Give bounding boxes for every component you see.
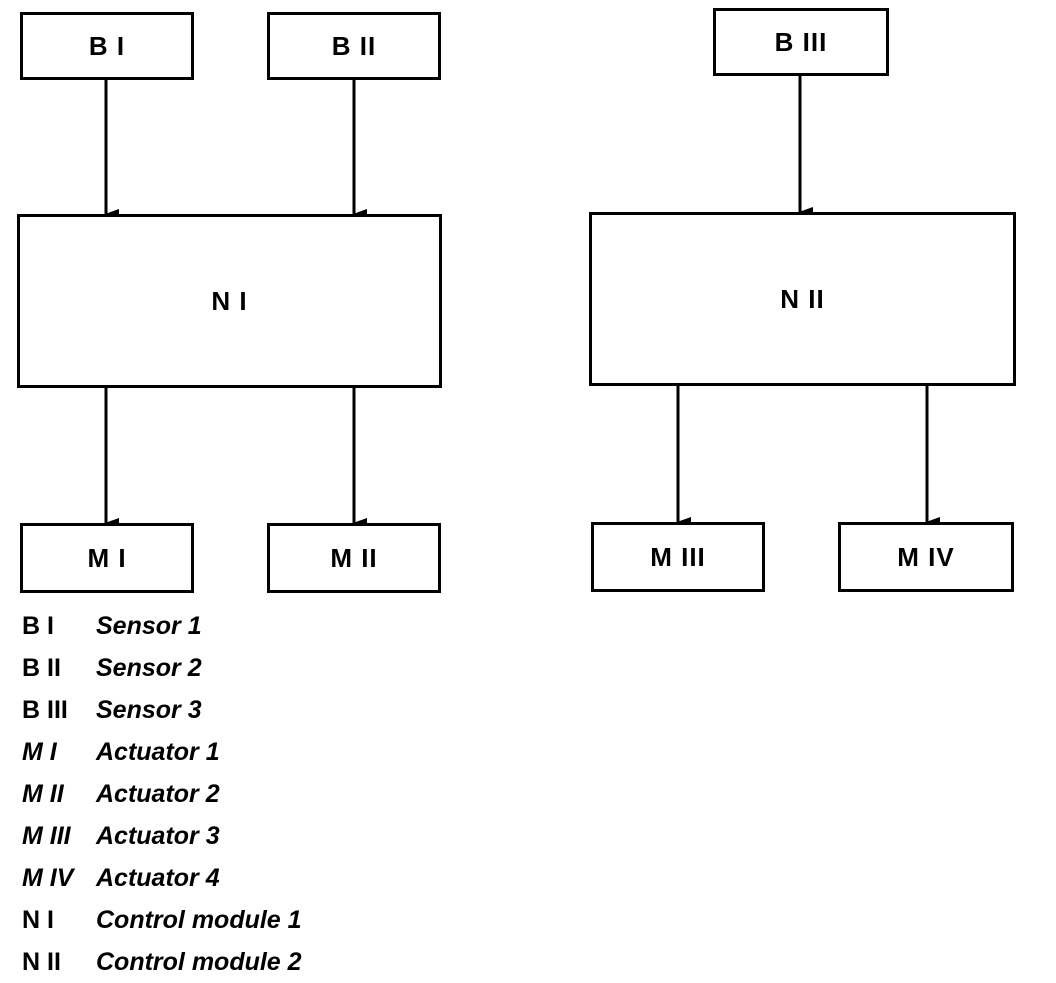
box-b1: B I	[20, 12, 194, 80]
legend-desc: Actuator 3	[96, 821, 220, 850]
box-b3: B III	[713, 8, 889, 76]
legend-item: B III Sensor 3	[22, 689, 302, 731]
legend-code: B II	[22, 653, 61, 682]
legend-desc: Control module 1	[96, 905, 302, 934]
box-n2: N II	[589, 212, 1016, 386]
legend-item: M IV Actuator 4	[22, 857, 302, 899]
legend-item: B I Sensor 1	[22, 605, 302, 647]
legend-item: N I Control module 1	[22, 899, 302, 941]
legend-desc: Actuator 4	[96, 863, 220, 892]
legend-desc: Sensor 2	[96, 653, 202, 682]
legend-code: N II	[22, 947, 61, 976]
box-m3: M III	[591, 522, 765, 592]
box-m1: M I	[20, 523, 194, 593]
legend-item: M II Actuator 2	[22, 773, 302, 815]
legend-desc: Sensor 3	[96, 695, 202, 724]
legend-item: N II Control module 2	[22, 941, 302, 983]
legend-item: B II Sensor 2	[22, 647, 302, 689]
legend-code: M III	[22, 821, 71, 850]
legend-desc: Control module 2	[96, 947, 302, 976]
legend-code: M I	[22, 737, 57, 766]
legend-code: B I	[22, 611, 54, 640]
legend-desc: Actuator 1	[96, 737, 220, 766]
box-m4: M IV	[838, 522, 1014, 592]
box-b2: B II	[267, 12, 441, 80]
legend-item: M I Actuator 1	[22, 731, 302, 773]
legend-code: M II	[22, 779, 64, 808]
legend-item: M III Actuator 3	[22, 815, 302, 857]
legend-desc: Actuator 2	[96, 779, 220, 808]
legend-code: N I	[22, 905, 54, 934]
box-n1: N I	[17, 214, 442, 388]
legend-desc: Sensor 1	[96, 611, 202, 640]
legend-code: M IV	[22, 863, 74, 892]
legend: B I Sensor 1 B II Sensor 2 B III Sensor …	[22, 605, 302, 983]
legend-code: B III	[22, 695, 68, 724]
box-m2: M II	[267, 523, 441, 593]
